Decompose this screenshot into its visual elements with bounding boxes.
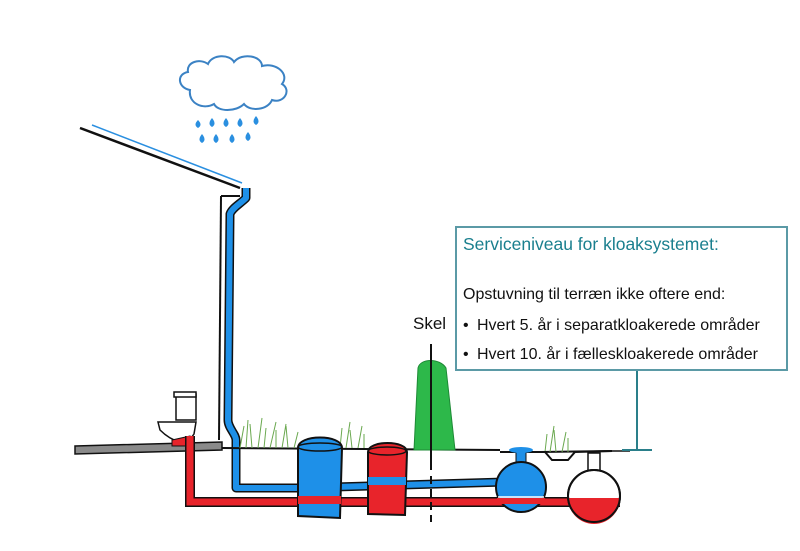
house-wall xyxy=(218,195,240,441)
service-level-marker xyxy=(622,371,652,451)
hedge xyxy=(413,360,456,451)
bullet-item: • Hvert 5. år i separatkloakerede områder xyxy=(463,317,760,335)
bullet-dot: • xyxy=(463,346,469,363)
bullet-text: Hvert 10. år i fælleskloakerede områder xyxy=(477,346,759,363)
bullet-dot: • xyxy=(463,317,469,334)
rain-cloud-icon xyxy=(179,55,288,111)
waste-main xyxy=(185,436,620,507)
service-level-box: Serviceniveau for kloaksystemet: Opstuvn… xyxy=(455,226,788,371)
boundary-label: Skel xyxy=(413,314,447,333)
toilet-icon xyxy=(157,391,197,447)
service-level-title: Serviceniveau for kloaksystemet: xyxy=(463,234,719,254)
waste-well xyxy=(567,452,621,524)
waste-tank xyxy=(367,442,409,517)
rain-drops-icon xyxy=(195,116,259,143)
service-level-intro: Opstuvning til terræn ikke oftere end: xyxy=(463,286,726,303)
gutter-downpipe xyxy=(223,188,300,493)
bullet-text: Hvert 5. år i separatkloakerede områder xyxy=(477,317,760,334)
grass xyxy=(239,417,569,453)
storm-tank xyxy=(297,436,344,520)
storm-well xyxy=(495,447,547,513)
road-surface xyxy=(500,450,613,461)
roof xyxy=(79,124,243,190)
bullet-item: • Hvert 10. år i fælleskloakerede områder xyxy=(463,346,758,364)
floor-slab xyxy=(74,441,630,455)
